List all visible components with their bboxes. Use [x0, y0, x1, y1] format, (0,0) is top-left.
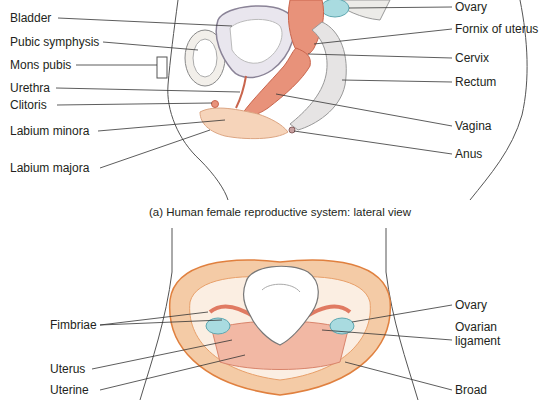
part-label: Cervix	[455, 51, 489, 65]
pelvis-shape	[170, 260, 391, 395]
bladder-shape	[216, 6, 294, 78]
part-label: Rectum	[455, 75, 496, 89]
ovary-shape	[321, 0, 349, 17]
part-label: Urethra	[10, 81, 50, 95]
pubic-bone	[193, 39, 217, 77]
vagina-shape	[242, 48, 310, 116]
part-label: Bladder	[10, 11, 51, 25]
part-label: Pubic symphysis	[10, 35, 99, 49]
part-label: Ovarian ligament	[455, 320, 525, 348]
clitoris-shape	[212, 101, 219, 108]
part-label: Clitoris	[10, 98, 47, 112]
mons-marker	[157, 57, 167, 78]
figure-caption: (a) Human female reproductive system: la…	[130, 205, 430, 219]
part-label: Anus	[455, 147, 482, 161]
part-label: Broad	[455, 383, 487, 397]
body-outline	[140, 228, 172, 400]
part-label: Uterine	[50, 383, 89, 397]
part-label: Mons pubis	[10, 58, 71, 72]
leader-lines	[56, 7, 452, 168]
part-label: Vagina	[455, 119, 491, 133]
part-label: Fornix of uterus	[455, 22, 538, 36]
part-label: Labium minora	[10, 124, 89, 138]
part-label: Uterus	[50, 362, 85, 376]
leader-lines	[92, 305, 452, 390]
part-label: Ovary	[455, 0, 487, 14]
uterus-shape	[243, 266, 318, 345]
part-label: Fimbriae	[50, 318, 97, 332]
anus-shape	[289, 127, 295, 133]
part-label: Ovary	[455, 298, 487, 312]
bladder-shape	[230, 19, 282, 63]
labia-shape	[200, 108, 288, 139]
uterus-shape	[262, 284, 300, 292]
part-label: Labium majora	[10, 161, 89, 175]
